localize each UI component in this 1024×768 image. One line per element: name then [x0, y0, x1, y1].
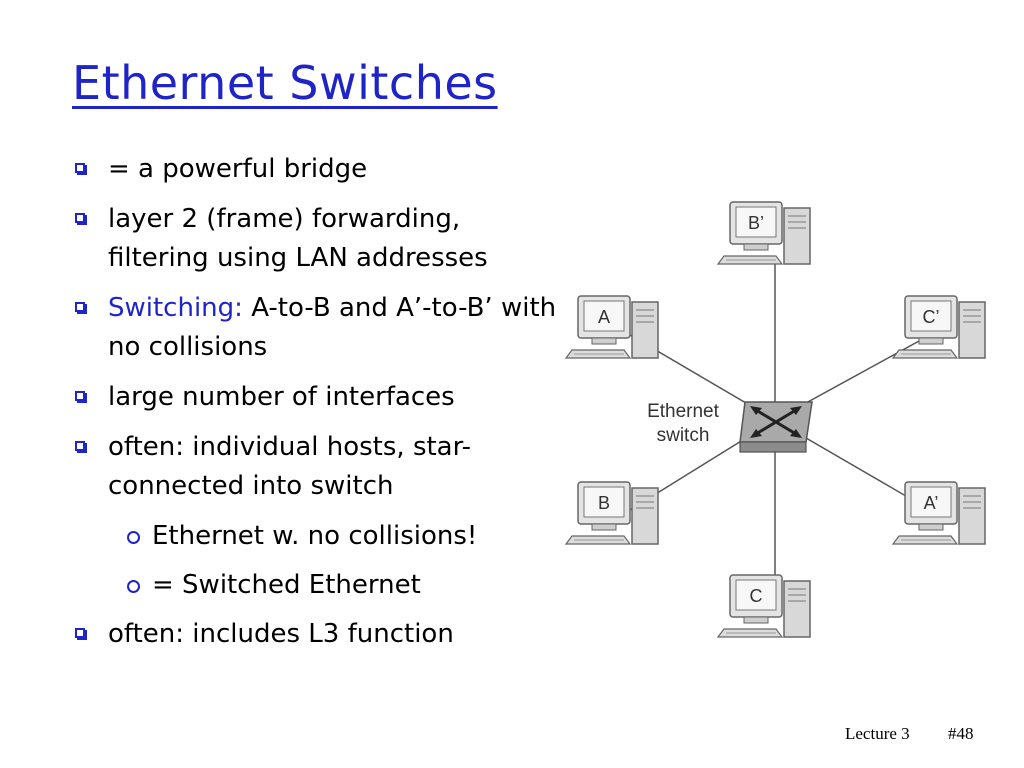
bullet-item: layer 2 (frame) forwarding, filtering us…	[72, 200, 562, 278]
host-b: B	[565, 481, 659, 545]
switch-cross-arrows-icon	[750, 406, 802, 438]
switch-label-line2: switch	[657, 425, 710, 446]
bullet-text: A-to-B and A’-to-B’ with no collisions	[108, 293, 557, 362]
square-bullet-icon	[75, 391, 85, 401]
slide-title: Ethernet Switches	[72, 56, 498, 110]
bullet-list: = a powerful bridge layer 2 (frame) forw…	[72, 150, 562, 665]
bullet-accent-text: Switching:	[108, 293, 243, 323]
sub-bullet-item: Ethernet w. no collisions!	[72, 517, 562, 556]
host-c: C	[717, 574, 811, 638]
bullet-text: large number of interfaces	[108, 382, 455, 412]
footer-page-number: #48	[948, 724, 974, 743]
footer-lecture: Lecture 3	[845, 724, 910, 743]
bullet-text: = Switched Ethernet	[152, 570, 421, 600]
bullet-item: large number of interfaces	[72, 378, 562, 417]
host-label: A’	[924, 493, 939, 513]
host-label: C	[750, 586, 763, 606]
bullet-text: Ethernet w. no collisions!	[152, 521, 478, 551]
bullet-text: layer 2 (frame) forwarding, filtering us…	[108, 204, 488, 273]
bullet-text: often: individual hosts, star-connected …	[108, 432, 472, 501]
circle-bullet-icon	[127, 580, 140, 593]
bullet-item: Switching: A-to-B and A’-to-B’ with no c…	[72, 289, 562, 367]
host-a-prime: A’	[892, 481, 986, 545]
square-bullet-icon	[75, 163, 85, 173]
bullet-item: = a powerful bridge	[72, 150, 562, 189]
switch-label-line1: Ethernet	[647, 401, 720, 422]
bullet-text: = a powerful bridge	[108, 154, 368, 184]
square-bullet-icon	[75, 628, 85, 638]
host-label: C’	[923, 307, 940, 327]
bullet-item: often: individual hosts, star-connected …	[72, 428, 562, 506]
ethernet-switch: Ethernet switch	[647, 401, 813, 453]
bullet-text: often: includes L3 function	[108, 619, 454, 649]
host-c-prime: C’	[892, 295, 986, 359]
square-bullet-icon	[75, 441, 85, 451]
host-b-prime: B’	[717, 201, 811, 265]
host-label: B’	[748, 213, 764, 233]
ethernet-switch-diagram: B’ A C’ B A’ C	[565, 201, 986, 638]
square-bullet-icon	[75, 302, 85, 312]
sub-bullet-item: = Switched Ethernet	[72, 566, 562, 605]
circle-bullet-icon	[127, 531, 140, 544]
host-a: A	[565, 295, 659, 359]
host-label: A	[598, 307, 610, 327]
square-bullet-icon	[75, 213, 85, 223]
host-label: B	[598, 493, 610, 513]
bullet-item: often: includes L3 function	[72, 615, 562, 654]
